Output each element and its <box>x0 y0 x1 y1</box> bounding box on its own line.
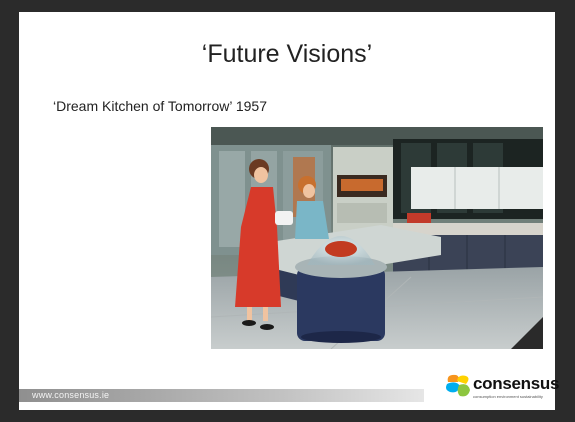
logo-tagline: consumption environment sustainability <box>473 394 543 399</box>
kitchen-photo <box>211 127 543 349</box>
consensus-logo-icon <box>446 374 470 397</box>
slide-subtitle: ‘Dream Kitchen of Tomorrow’ 1957 <box>53 98 267 114</box>
slide-title: ‘Future Visions’ <box>201 40 373 68</box>
consensus-logo: consensus consumption environment sustai… <box>444 372 559 402</box>
footer-bar <box>19 389 424 402</box>
slide-canvas: ‘Future Visions’ ‘Dream Kitchen of Tomor… <box>19 12 559 410</box>
footer-url: www.consensus.ie <box>32 390 110 400</box>
vintage-kitchen-photo-icon <box>211 127 543 349</box>
logo-wordmark: consensus <box>473 374 560 393</box>
